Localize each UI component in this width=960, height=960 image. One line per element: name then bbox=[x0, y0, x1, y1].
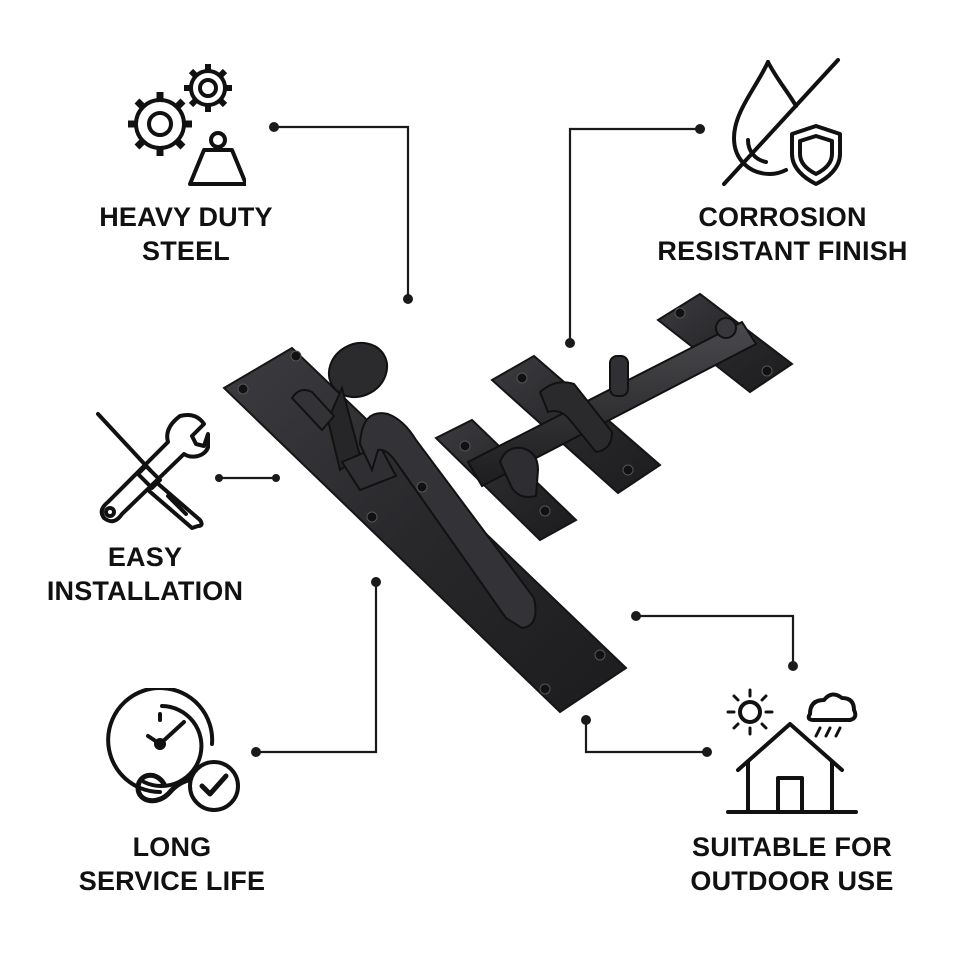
heavy-duty-steel-label: HEAVY DUTY STEEL bbox=[76, 200, 296, 268]
connector-service-life bbox=[256, 582, 378, 754]
corrosion-label-line2: RESISTANT FINISH bbox=[657, 236, 908, 266]
corrosion-label-line1: CORROSION bbox=[698, 202, 867, 232]
handle-backplate-assembly bbox=[222, 341, 628, 714]
outdoor-label-line2: OUTDOOR USE bbox=[690, 866, 894, 896]
clock-infinity-check-icon bbox=[106, 688, 240, 812]
house-weather-icon bbox=[726, 688, 858, 814]
service-life-label-line1: LONG bbox=[132, 832, 212, 862]
long-service-life-label: LONG SERVICE LIFE bbox=[62, 830, 282, 898]
gears-weight-icon bbox=[128, 64, 246, 186]
installation-label-line1: EASY bbox=[107, 542, 183, 572]
installation-label-line2: INSTALLATION bbox=[46, 576, 244, 606]
service-life-label-line2: SERVICE LIFE bbox=[78, 866, 266, 896]
connector-outdoor-top bbox=[636, 614, 795, 666]
connector-heavy-duty bbox=[274, 125, 410, 299]
connector-outdoor-bottom bbox=[584, 720, 707, 754]
heavy-duty-label-line1: HEAVY DUTY bbox=[99, 202, 273, 232]
outdoor-label-line1: SUITABLE FOR bbox=[692, 832, 892, 862]
outdoor-use-label: SUITABLE FOR OUTDOOR USE bbox=[674, 830, 910, 898]
easy-installation-label: EASY INSTALLATION bbox=[30, 540, 260, 608]
heavy-duty-label-line2: STEEL bbox=[141, 236, 230, 266]
corrosion-resistant-label: CORROSION RESISTANT FINISH bbox=[640, 200, 925, 268]
latch-bar-assembly bbox=[434, 292, 794, 542]
drop-shield-icon bbox=[722, 58, 842, 186]
screwdriver-wrench-icon bbox=[96, 412, 210, 530]
connector-corrosion bbox=[568, 127, 700, 343]
